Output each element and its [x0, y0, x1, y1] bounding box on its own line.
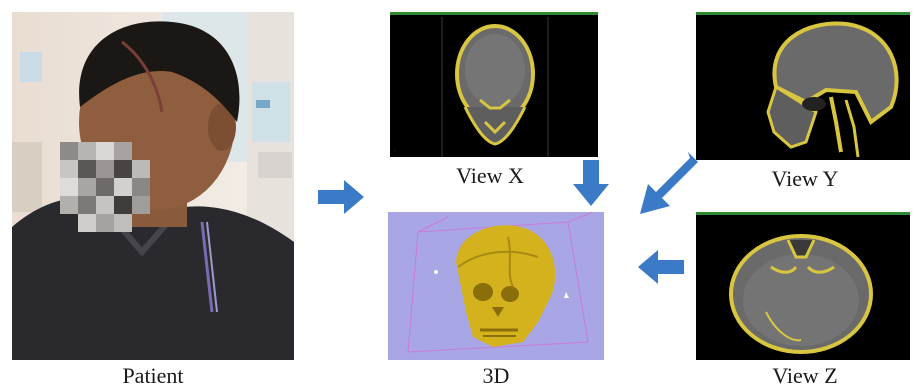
view-x-label: View X [430, 163, 550, 189]
view-y-label: View Y [745, 166, 865, 192]
three-d-label: 3D [456, 363, 536, 389]
ct-view-x: · [390, 12, 598, 157]
render-3d [388, 212, 604, 360]
patient-label: Patient [68, 363, 238, 389]
arrow-left-icon [638, 250, 684, 284]
ct-view-z [696, 212, 910, 360]
arrow-right-icon [318, 180, 364, 214]
patient-photo [12, 12, 294, 360]
arrow-diagonal-icon [640, 152, 702, 214]
arrow-down-icon [573, 160, 609, 206]
view-z-label: View Z [745, 363, 865, 389]
ct-view-y [696, 12, 910, 160]
